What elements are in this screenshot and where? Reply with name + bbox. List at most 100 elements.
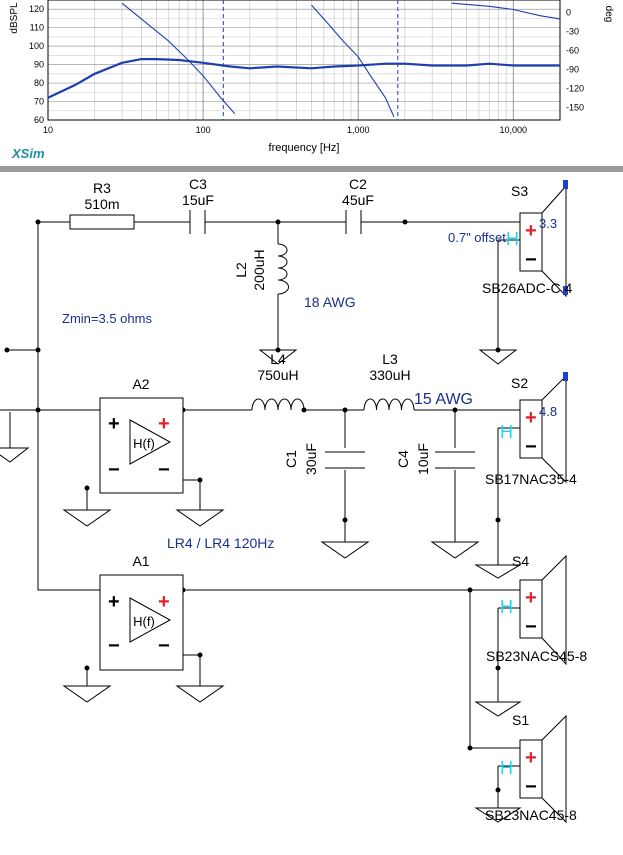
c1-name-label: C1 (283, 450, 299, 468)
x-tick-label: 10 (43, 125, 53, 135)
y-tick-label: 70 (34, 97, 44, 107)
inductor-l2[interactable] (277, 243, 289, 295)
y2-tick-label: -150 (566, 102, 584, 112)
ground-symbol (175, 509, 225, 527)
a2-hf-label: H(f) (133, 436, 155, 451)
y-tick-label: 90 (34, 60, 44, 70)
ground-symbol (430, 541, 480, 559)
amplifier-a2[interactable] (99, 397, 184, 494)
s2-gain-label: 4.8 (539, 404, 557, 419)
zmin-label: Zmin=3.5 ohms (62, 311, 152, 326)
plus-icon: + (525, 220, 537, 242)
junction-dot (84, 485, 90, 491)
inductor-l4[interactable] (251, 398, 305, 411)
l2-wire-label: 18 AWG (304, 294, 356, 310)
junction-dot (197, 477, 203, 483)
junction-dot (467, 745, 473, 751)
y-axis-label: dBSPL (9, 2, 20, 34)
minus-icon: − (108, 459, 120, 481)
ground-symbol (474, 807, 522, 823)
l2-value-label: 200uH (251, 249, 267, 290)
ground-symbol (62, 685, 112, 703)
crossover-schematic: R3 510m C3 15uF C2 45uF S3 3.3 0.7" offs… (0, 172, 623, 850)
series-line-0 (47, 58, 560, 99)
selection-handle[interactable] (563, 180, 568, 189)
ground-symbol (258, 349, 298, 365)
speaker-s3[interactable] (519, 184, 567, 298)
s3-model-label: SB26ADC-C 4 (482, 280, 572, 296)
capacitor-c4[interactable] (435, 451, 475, 469)
x-tick-label: 10,000 (500, 125, 528, 135)
ground-symbol (62, 509, 112, 527)
heat-icon: H (506, 229, 519, 249)
y-tick-label: 80 (34, 78, 44, 88)
y2-tick-label: -120 (566, 83, 584, 93)
series-line-1 (121, 2, 236, 115)
junction-dot (402, 219, 408, 225)
plot-frame (47, 0, 561, 121)
x-tick-label: 1,000 (347, 125, 370, 135)
resistor-r3[interactable] (69, 214, 135, 230)
minus-icon: − (158, 459, 170, 481)
a1-hf-label: H(f) (133, 614, 155, 629)
amplifier-a1[interactable] (99, 574, 184, 671)
l3-value-label: 330uH (369, 367, 410, 383)
junction-dot (197, 652, 203, 658)
junction-dot (452, 407, 458, 413)
capacitor-c2[interactable] (345, 210, 362, 234)
junction-dot (495, 517, 501, 523)
a2-name-label: A2 (132, 376, 149, 392)
series-line-2 (311, 4, 395, 118)
inductor-l3[interactable] (363, 398, 415, 411)
plus-icon: + (158, 413, 170, 435)
capacitor-c1[interactable] (325, 451, 365, 469)
l4-name-label: L4 (270, 351, 286, 367)
c2-name-label: C2 (349, 176, 367, 192)
plus-icon: + (525, 407, 537, 429)
l2-name-label: L2 (233, 262, 249, 278)
speaker-s1[interactable] (519, 714, 567, 824)
capacitor-c3[interactable] (189, 210, 206, 234)
speaker-s4[interactable] (519, 554, 567, 666)
selection-handle[interactable] (563, 372, 568, 381)
plus-icon: + (108, 591, 120, 613)
s1-model-label: SB23NAC45-8 (485, 807, 577, 823)
amplifier-a2-triangle (129, 419, 172, 465)
plus-icon: + (525, 747, 537, 769)
y-tick-label: 120 (29, 4, 44, 14)
a1-name-label: A1 (132, 553, 149, 569)
s3-offset-label: 0.7" offset (448, 230, 506, 245)
y-tick-label: 100 (29, 41, 44, 51)
amplifier-a1-triangle (129, 597, 172, 643)
panel-divider (0, 166, 623, 172)
minus-icon: − (525, 616, 537, 638)
junction-dot (495, 787, 501, 793)
r3-value-label: 510m (84, 196, 119, 212)
r3-name-label: R3 (93, 180, 111, 196)
plus-icon: + (158, 591, 170, 613)
s4-name-label: S4 (512, 553, 529, 569)
y2-tick-label: -60 (566, 46, 579, 56)
y2-tick-label: -90 (566, 64, 579, 74)
ground-symbol (320, 541, 370, 559)
c4-value-label: 10uF (415, 443, 431, 475)
selection-handle[interactable] (563, 286, 568, 295)
s1-name-label: S1 (512, 712, 529, 728)
c2-value-label: 45uF (342, 192, 374, 208)
s3-name-label: S3 (511, 183, 528, 199)
junction-dot (35, 347, 41, 353)
s2-name-label: S2 (511, 375, 528, 391)
y2-axis-label: deg (603, 6, 614, 23)
speaker-s2[interactable] (519, 374, 567, 484)
y2-tick-label: -30 (566, 27, 579, 37)
heat-icon: H (500, 597, 513, 617)
y2-tick-label: 0 (566, 8, 571, 18)
ground-symbol (474, 701, 522, 717)
heat-icon: H (500, 422, 513, 442)
ground-symbol (0, 447, 30, 463)
l3-name-label: L3 (382, 351, 398, 367)
junction-dot (275, 219, 281, 225)
y-tick-label: 110 (30, 23, 44, 33)
ground-symbol (175, 685, 225, 703)
